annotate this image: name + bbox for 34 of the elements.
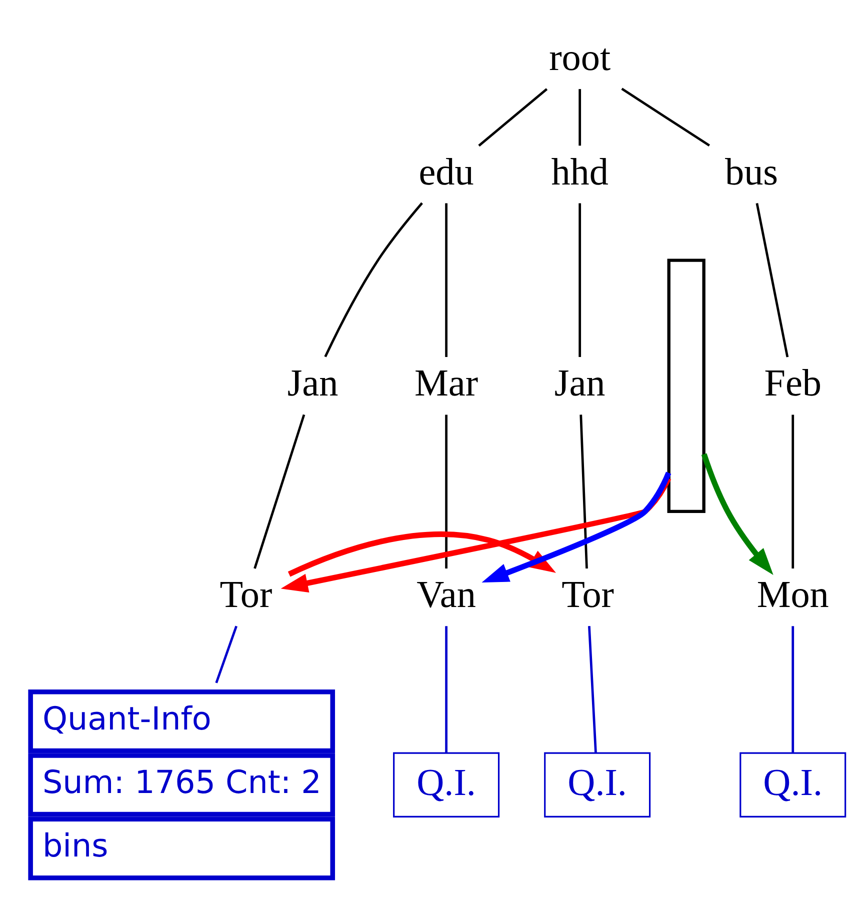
node-text: Feb	[764, 362, 822, 405]
arrow	[482, 472, 672, 583]
connector	[578, 203, 582, 358]
node-text: Van	[416, 574, 476, 616]
connector	[588, 626, 597, 753]
connector	[445, 626, 448, 753]
connector	[756, 203, 789, 358]
node-box: Q.I.	[740, 752, 846, 818]
node-text: Jan	[287, 362, 338, 405]
node-box: Q.I.	[544, 752, 651, 818]
connector	[324, 202, 423, 358]
node-text: hhd	[551, 151, 608, 194]
connector	[578, 89, 582, 146]
connector	[445, 203, 448, 358]
node-box	[667, 258, 706, 514]
node-box: Q.I.	[393, 752, 500, 818]
node-text: bus	[725, 151, 778, 194]
connector	[792, 414, 794, 568]
arrow	[280, 477, 672, 592]
node-text: root	[549, 36, 611, 79]
connector	[254, 414, 306, 569]
connector	[621, 88, 710, 147]
node-text: Tor	[220, 574, 272, 616]
node-text: Jan	[554, 362, 606, 405]
connector	[580, 414, 588, 569]
node-text: Tor	[562, 574, 614, 616]
arrow	[701, 453, 774, 575]
node-text: edu	[418, 151, 474, 194]
node-text: Mar	[414, 362, 478, 405]
connector	[445, 414, 448, 568]
node-text: Mon	[756, 574, 829, 616]
connector	[215, 626, 238, 684]
connector	[792, 626, 794, 753]
connector	[478, 88, 548, 147]
